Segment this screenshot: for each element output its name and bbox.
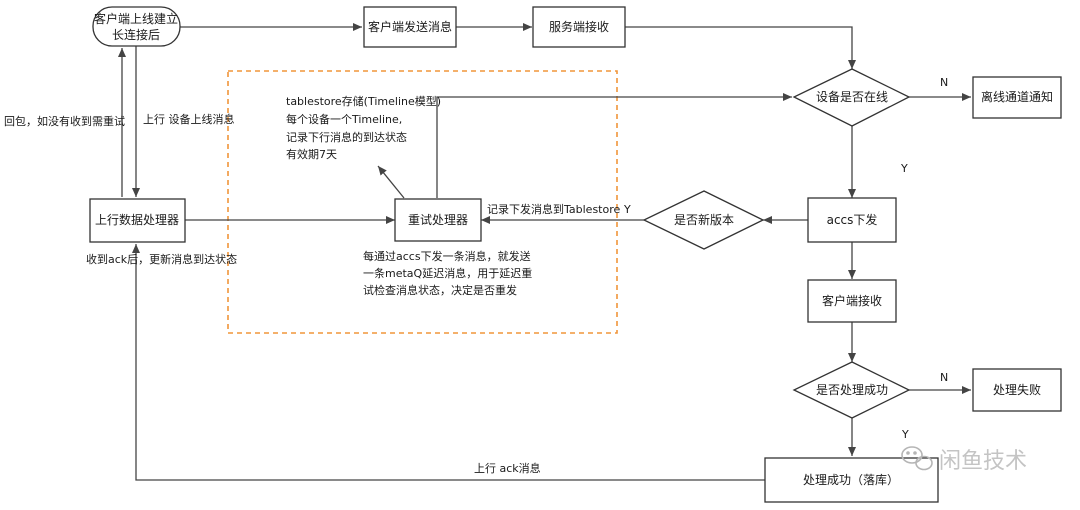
node-device-online-decision [792,68,911,127]
label-n1: N [940,76,948,89]
node-process-success-decision [792,361,911,419]
node-accs-down-label: accs下发 [827,212,878,227]
node-server-recv [532,6,626,48]
node-offline-notify-label: 离线通道通知 [981,89,1053,104]
watermark-text: 闲鱼技术 [939,449,1027,474]
node-client-online-line2: 长连接后 [112,27,160,42]
node-new-version-decision [642,190,765,250]
label-y1: Y [900,162,908,175]
node-client-recv [807,279,897,323]
node-process-fail [972,368,1062,412]
node-client-send-label: 客户端发送消息 [368,19,452,34]
edge-server-to-online-check [625,26,856,69]
label-uplink-ack: 上行 ack消息 [474,461,541,475]
node-client-recv-label: 客户端接收 [822,293,882,308]
label-n2: N [940,371,948,384]
label-record-tablestore: 记录下发消息到Tablestore [487,202,620,216]
node-process-success-label: 处理成功（落库） [803,472,899,487]
node-process-fail-label: 处理失败 [993,382,1041,397]
annotation-tablestore-line3: 记录下行消息的到达状态 [286,130,407,144]
node-client-online [92,6,181,47]
edge-retry-to-tablestore-note [377,165,405,199]
annotation-metaq-line2: 一条metaQ延迟消息，用于延迟重 [363,266,532,280]
label-y3: Y [901,428,909,441]
wechat-icon [901,446,933,471]
node-retry-processor [394,198,482,242]
annotation-metaq-line1: 每通过accs下发一条消息，就发送 [363,249,531,263]
node-client-send [363,6,457,48]
node-server-recv-label: 服务端接收 [549,19,609,34]
annotation-tablestore-line2: 每个设备一个Timeline, [286,112,402,126]
edge-success-to-uplink [132,244,765,481]
label-uplink-online: 上行 设备上线消息 [143,112,235,126]
annotation-tablestore-line4: 有效期7天 [286,147,337,161]
label-y2: Y [623,203,631,216]
node-client-online-line1: 客户端上线建立 [94,11,178,26]
annotation-tablestore-line1: tablestore存储(Timeline模型) [286,94,441,108]
node-uplink-processor-label: 上行数据处理器 [95,212,179,227]
node-retry-processor-label: 重试处理器 [408,212,468,227]
retry-group-dashed-box [227,70,618,334]
node-process-success [764,457,939,503]
node-new-version-label: 是否新版本 [674,212,734,227]
edge-retry-to-online-check [436,93,792,198]
node-device-online-label: 设备是否在线 [816,90,888,104]
node-uplink-processor [89,198,186,243]
node-process-success-decision-label: 是否处理成功 [816,383,888,397]
label-ack-update: 收到ack后，更新消息到达状态 [86,252,237,266]
node-offline-notify [972,76,1062,119]
annotation-metaq-line3: 试检查消息状态，决定是否重发 [363,283,517,297]
label-reply-retry: 回包，如没有收到需重试 [4,114,125,128]
node-accs-down [807,197,897,243]
